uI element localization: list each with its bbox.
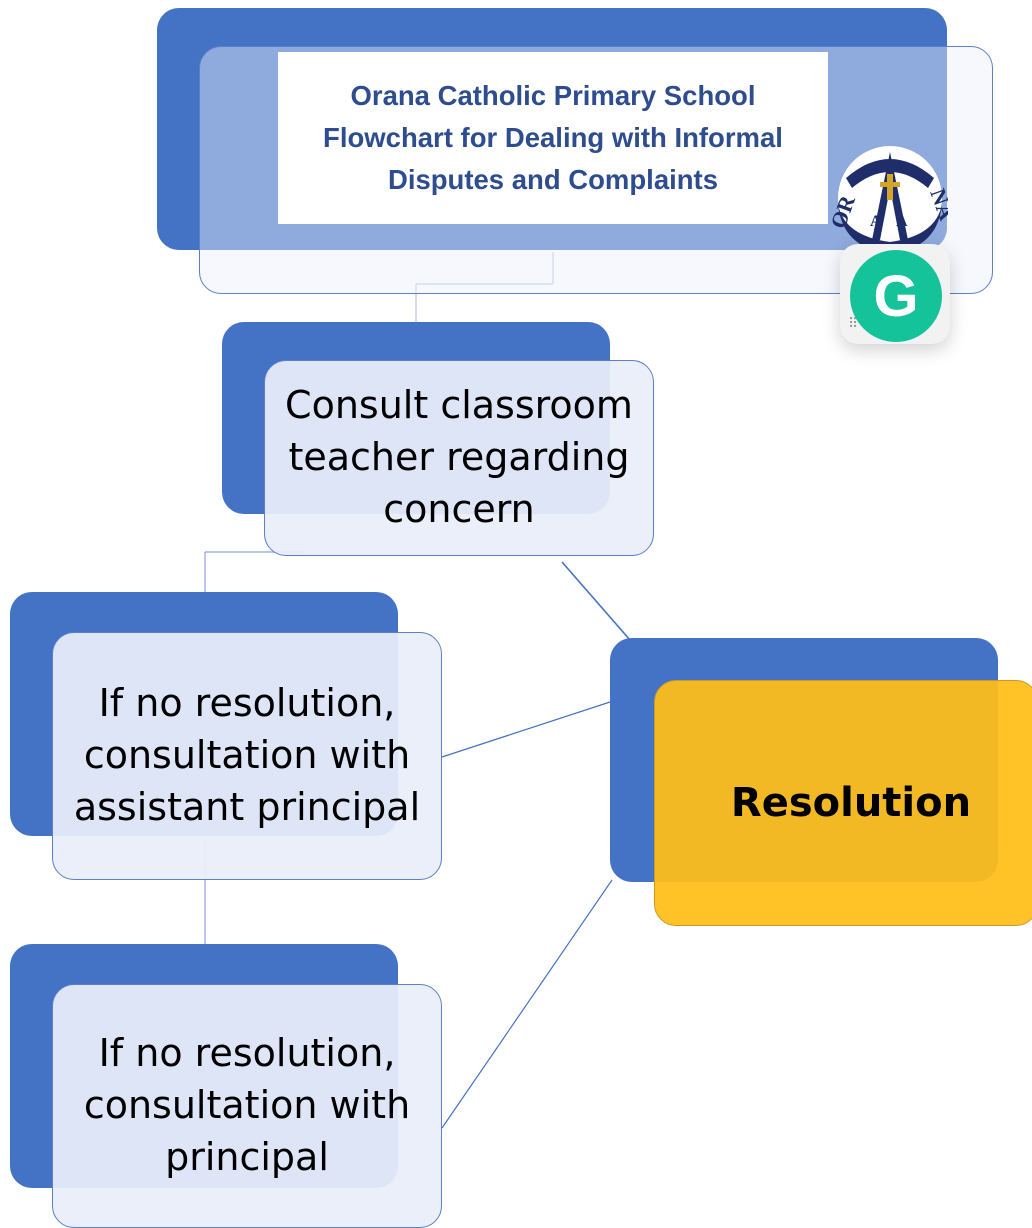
teacher-node: Consult classroom teacher regarding conc… (264, 360, 654, 556)
svg-text:A: A (896, 213, 908, 230)
title-box: Orana Catholic Primary School Flowchart … (278, 52, 828, 224)
grammarly-widget[interactable]: G ⠿ (840, 244, 950, 344)
connector-teacher-to-resolution (561, 561, 631, 641)
diagram-title: Orana Catholic Primary School Flowchart … (323, 80, 783, 195)
connector-principal-to-resolution (441, 879, 613, 1129)
principal-node: If no resolution, consultation with prin… (52, 984, 442, 1228)
teacher-node-label: Consult classroom teacher regarding conc… (285, 383, 633, 531)
assistant-principal-node: If no resolution, consultation with assi… (52, 632, 442, 880)
resolution-node-label: Resolution (730, 780, 972, 826)
principal-node-label: If no resolution, consultation with prin… (83, 1031, 411, 1179)
svg-text:A: A (870, 213, 882, 230)
drag-handle-icon[interactable]: ⠿ (848, 316, 860, 332)
resolution-node: Resolution (654, 680, 1032, 926)
assistant-principal-node-label: If no resolution, consultation with assi… (73, 681, 421, 829)
grammarly-icon[interactable]: G (850, 250, 942, 342)
connector-assistant-to-resolution (441, 701, 611, 758)
grammarly-glyph: G (873, 263, 919, 329)
